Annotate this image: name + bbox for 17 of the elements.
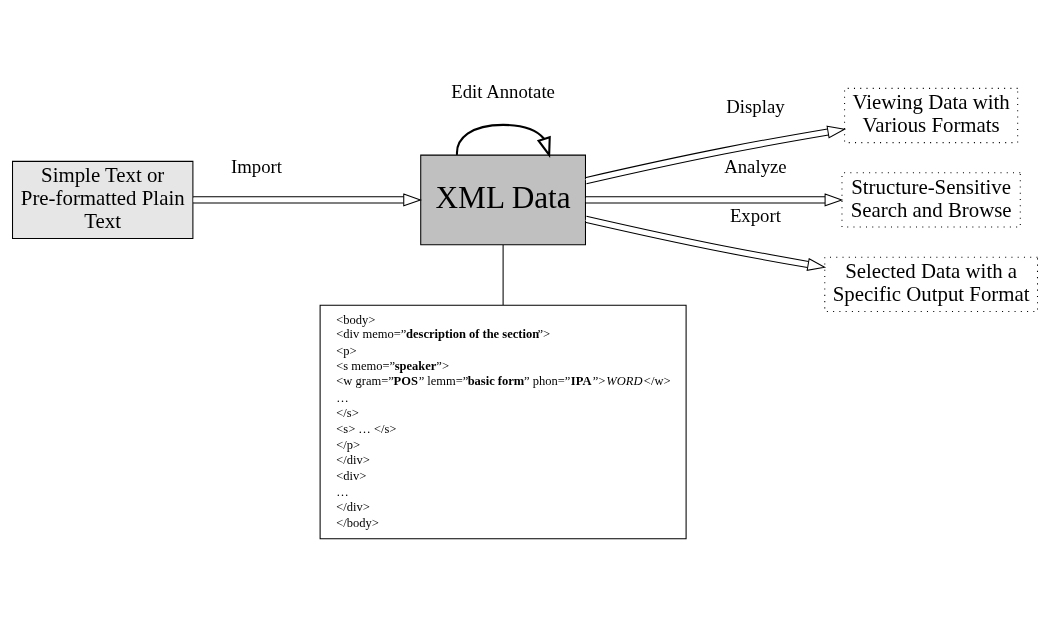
node-box: XML Data (420, 154, 586, 246)
edge-label: Import (230, 156, 283, 178)
edge-label: Export (729, 205, 781, 227)
arrow (584, 125, 847, 185)
node-box: <body> <div memo=”description of the section”> <p> <s memo=”speaker”> <w gram=”POS” lemm=”basic form” phon=”IPA”>WORD</w> … </s> <s> … </s> </p> </div> <div> … </div> </body> (319, 304, 687, 540)
arrow (192, 193, 422, 207)
connector (502, 244, 504, 306)
node-box: Selected Data with a Specific Output Format (824, 256, 1038, 313)
edge-label: Edit Annotate (451, 81, 555, 103)
arrow (456, 123, 551, 158)
node-box: Simple Text or Pre-formatted Plain Text (12, 160, 194, 240)
node-box: Viewing Data with Various Formats (844, 87, 1019, 144)
arrow (584, 215, 827, 271)
edge-label: Display (726, 95, 785, 117)
node-box: Structure-Sensitive Search and Browse (841, 172, 1021, 228)
arrow (585, 193, 844, 207)
edge-label: Analyze (724, 156, 787, 178)
